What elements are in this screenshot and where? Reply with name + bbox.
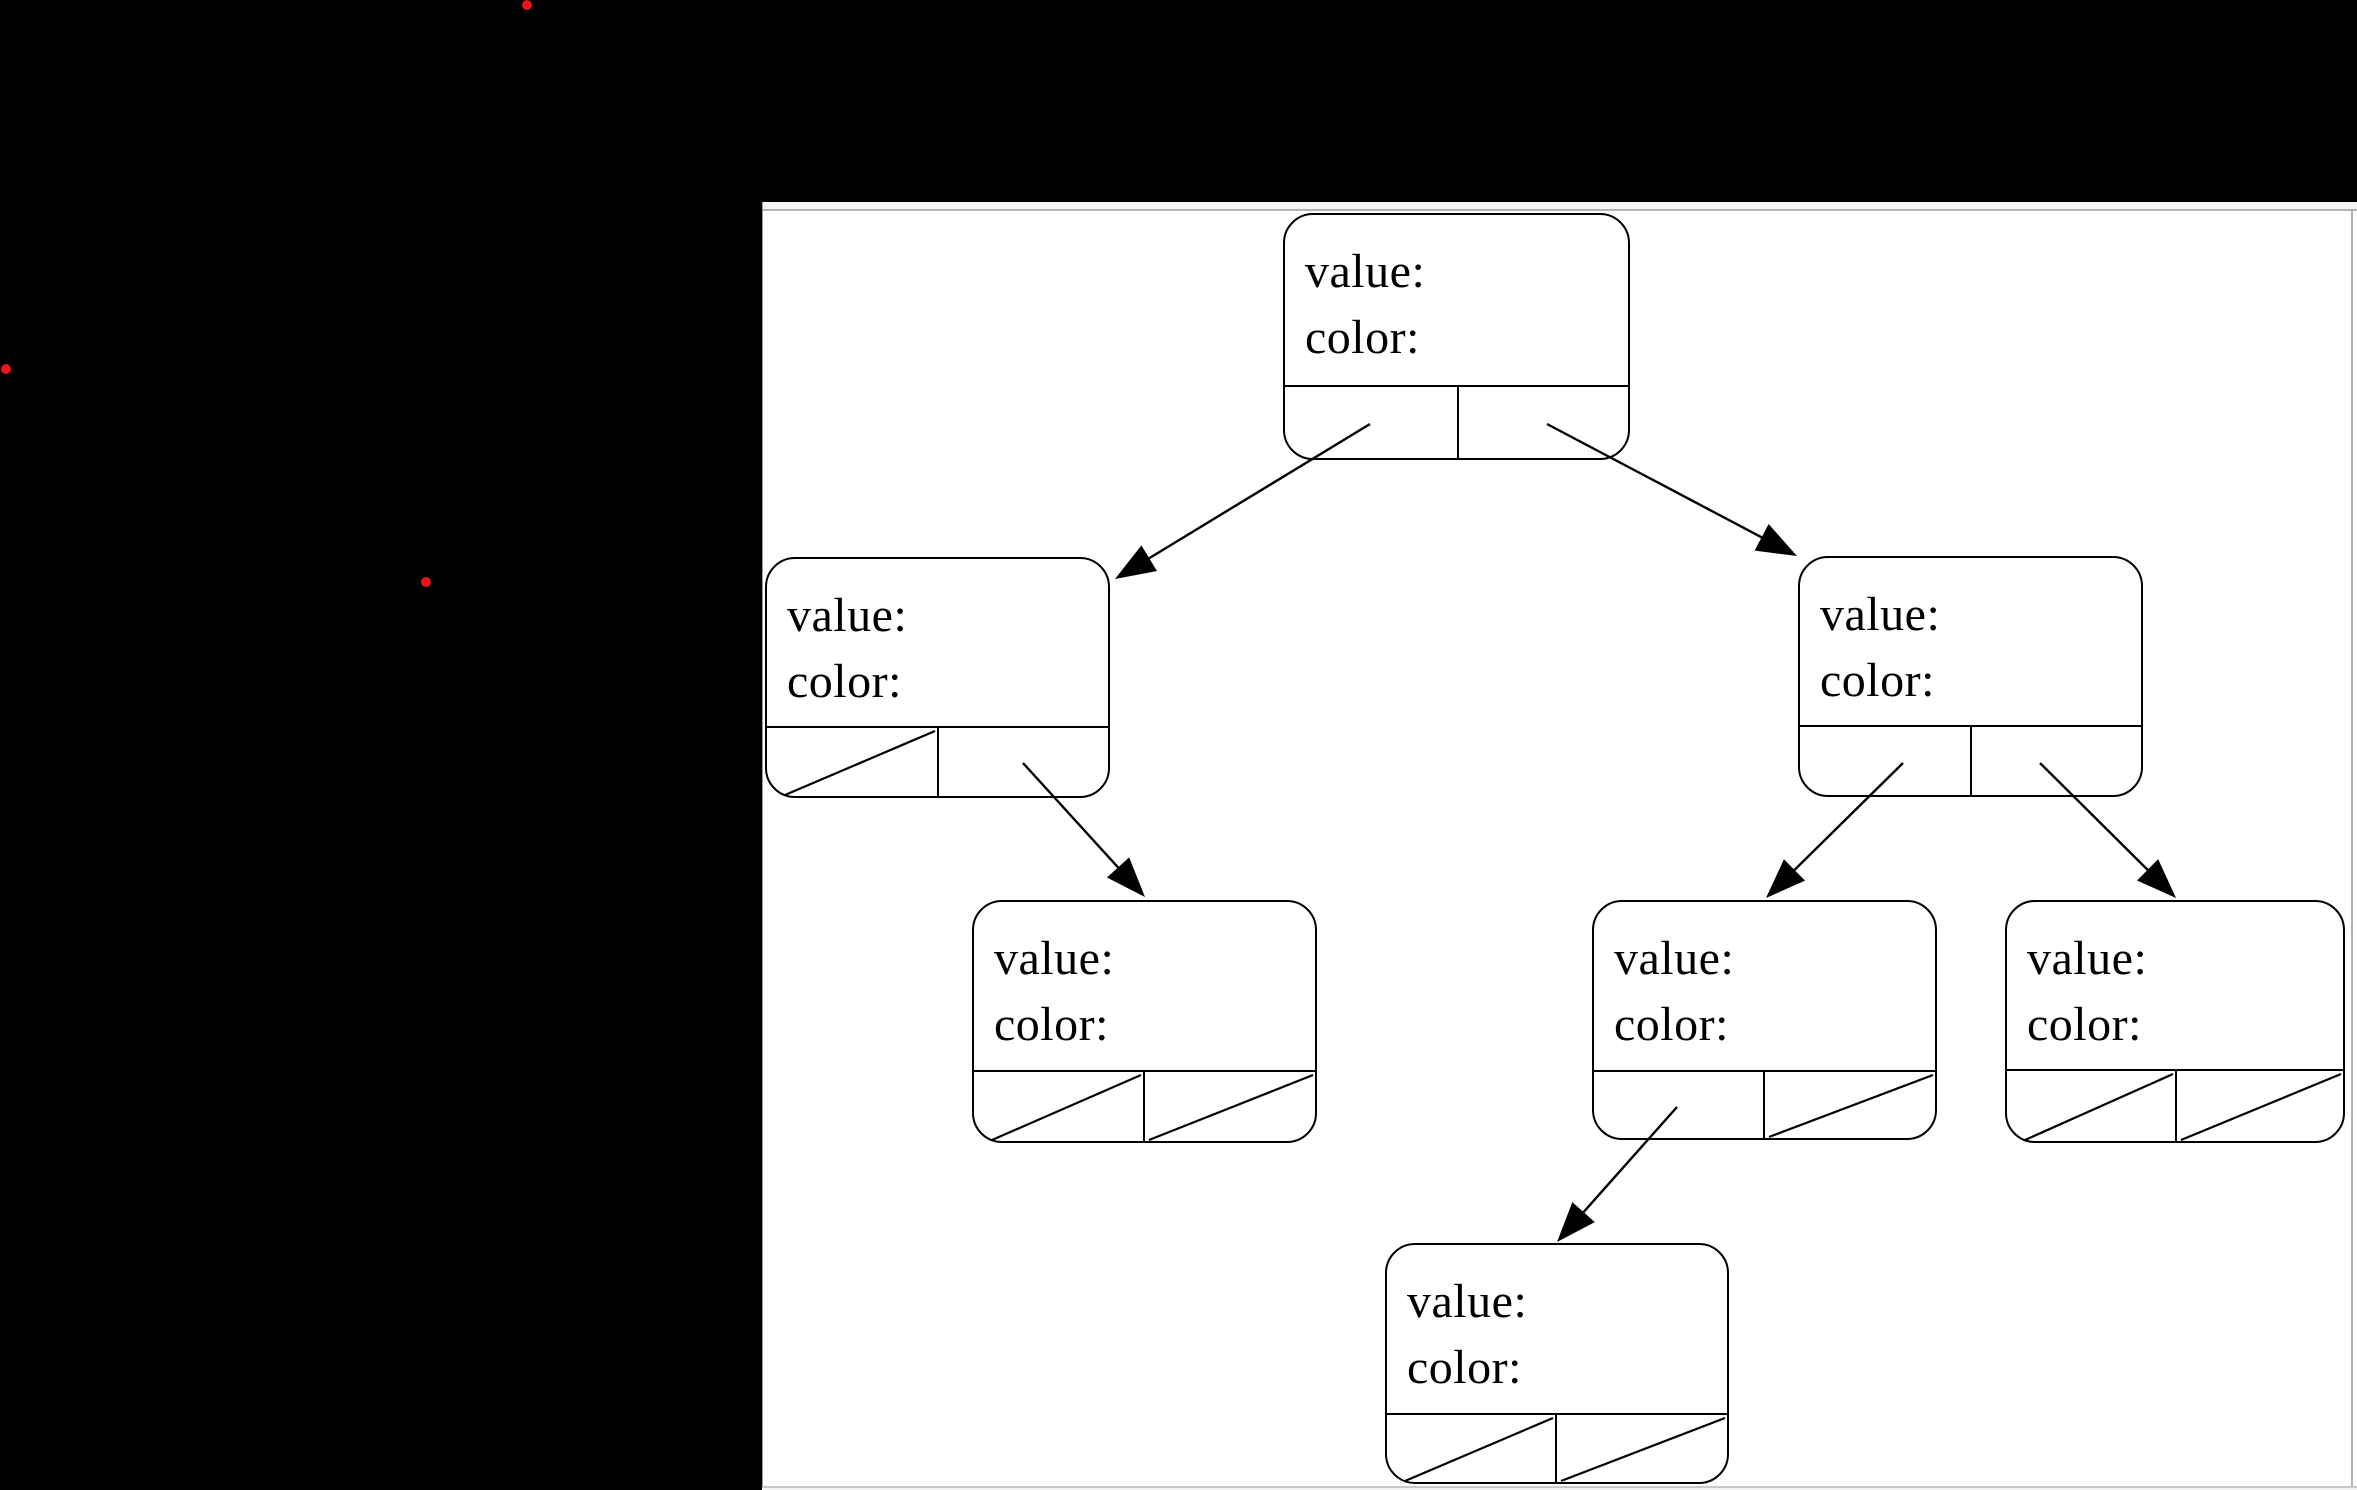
node-value-label: value: <box>994 932 1115 985</box>
pointer-cell-divider <box>1763 1072 1765 1138</box>
node-color-label: color: <box>994 998 1109 1051</box>
panel-top-strip <box>762 202 2357 209</box>
node-labels: value: color: <box>974 902 1315 1058</box>
tree-node-RR: value: color: <box>2005 900 2345 1143</box>
panel-left-border <box>762 202 763 1490</box>
pointer-row <box>1387 1413 1727 1482</box>
node-color-label: color: <box>787 655 902 708</box>
node-color-label: color: <box>1820 654 1935 707</box>
node-labels: value: color: <box>1800 558 2141 714</box>
pointer-cell-divider <box>937 728 939 796</box>
pointer-row <box>767 726 1108 796</box>
panel-bottom-strip <box>762 1488 2357 1490</box>
pointer-row <box>1594 1070 1935 1138</box>
tree-node-root: value: color: <box>1283 213 1630 460</box>
red-dot-marker-1 <box>522 0 532 10</box>
pointer-row <box>2007 1069 2343 1141</box>
node-value-label: value: <box>1820 588 1941 641</box>
pointer-row <box>1800 725 2141 795</box>
panel-bottom-border <box>762 1486 2357 1488</box>
node-labels: value: color: <box>1285 215 1628 371</box>
tree-node-RL: value: color: <box>1592 900 1937 1140</box>
tree-node-L: value: color: <box>765 557 1110 798</box>
node-value-label: value: <box>787 589 908 642</box>
pointer-cell-divider <box>1970 727 1972 795</box>
tree-node-R: value: color: <box>1798 556 2143 797</box>
node-value-label: value: <box>2027 932 2148 985</box>
pointer-cell-divider <box>1457 387 1459 458</box>
node-labels: value: color: <box>1594 902 1935 1058</box>
node-labels: value: color: <box>1387 1245 1727 1401</box>
node-value-label: value: <box>1305 245 1426 298</box>
node-labels: value: color: <box>2007 902 2343 1058</box>
red-dot-marker-2 <box>1 364 11 374</box>
node-color-label: color: <box>1305 311 1420 364</box>
node-color-label: color: <box>1614 998 1729 1051</box>
pointer-cell-divider <box>2175 1071 2177 1141</box>
pointer-cell-divider <box>1555 1415 1557 1482</box>
pointer-row <box>974 1070 1315 1141</box>
pointer-row <box>1285 385 1628 458</box>
tree-node-B: value: color: <box>1385 1243 1729 1484</box>
red-dot-marker-3 <box>421 577 431 587</box>
node-color-label: color: <box>1407 1341 1522 1394</box>
panel-right-border <box>2351 209 2353 1490</box>
node-labels: value: color: <box>767 559 1108 715</box>
node-color-label: color: <box>2027 998 2142 1051</box>
pointer-cell-divider <box>1143 1072 1145 1141</box>
tree-node-LR: value: color: <box>972 900 1317 1143</box>
node-value-label: value: <box>1407 1275 1528 1328</box>
panel-top-border <box>762 209 2357 211</box>
node-value-label: value: <box>1614 932 1735 985</box>
